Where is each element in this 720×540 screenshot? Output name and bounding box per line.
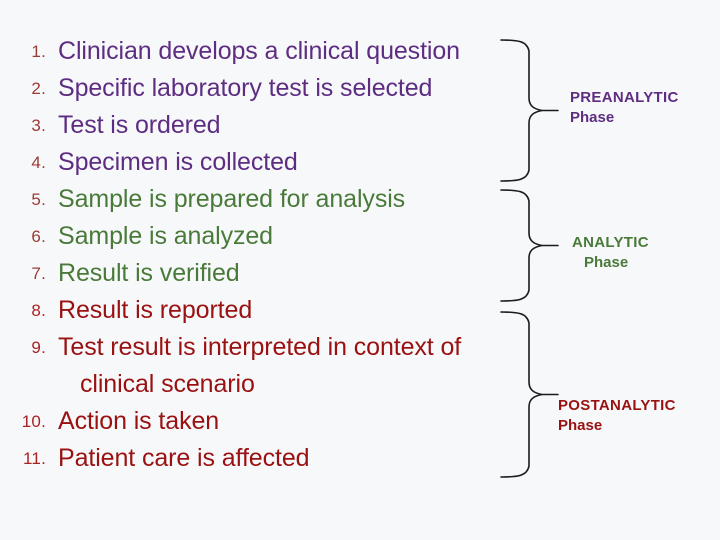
- list-item: 4. Specimen is collected: [0, 144, 520, 181]
- list-item-label: Test result is interpreted in context of: [58, 333, 462, 361]
- phase-label-analytic: ANALYTIC Phase: [572, 233, 649, 273]
- list-item-number: 4.: [31, 153, 46, 172]
- list-item-label: Clinician develops a clinical question: [58, 37, 460, 65]
- list-item-number: 3.: [31, 116, 46, 135]
- list-item-number: 5.: [31, 190, 46, 209]
- list-item: 6. Sample is analyzed: [0, 218, 520, 255]
- phase-title: POSTANALYTIC: [558, 397, 676, 414]
- list-item-label: Sample is analyzed: [58, 222, 273, 250]
- phase-subtitle: Phase: [570, 109, 615, 126]
- list-item-number: 10.: [21, 412, 46, 431]
- brace-analytic: [498, 188, 562, 304]
- list-item-label: Result is reported: [58, 296, 253, 324]
- brace-preanalytic: [498, 38, 562, 184]
- list-item-number: 11.: [23, 449, 46, 468]
- list-item-label: Patient care is affected: [58, 444, 310, 472]
- list-item-label: clinical scenario: [80, 370, 255, 398]
- phase-subtitle: Phase: [584, 254, 629, 271]
- list-item: 11. Patient care is affected: [0, 440, 520, 477]
- list-item-number: 7.: [31, 264, 46, 283]
- brace-postanalytic: [498, 310, 562, 480]
- list-item-continuation: clinical scenario: [0, 366, 520, 403]
- list-item-number: 2.: [31, 79, 46, 98]
- list-item-label: Sample is prepared for analysis: [58, 185, 406, 213]
- list-item: 5. Sample is prepared for analysis: [0, 181, 520, 218]
- phase-title: PREANALYTIC: [570, 89, 679, 106]
- list-item-label: Specimen is collected: [58, 148, 298, 176]
- list-item-number: 9.: [31, 338, 46, 357]
- list-item-number: 1.: [31, 42, 46, 61]
- list-item: 9. Test result is interpreted in context…: [0, 329, 520, 366]
- list-item: 1. Clinician develops a clinical questio…: [0, 33, 520, 70]
- list-item-label: Test is ordered: [58, 111, 221, 139]
- phase-label-postanalytic: POSTANALYTIC Phase: [558, 396, 676, 436]
- workflow-step-list: 1. Clinician develops a clinical questio…: [0, 33, 520, 477]
- list-item-number: 8.: [31, 301, 46, 320]
- list-item: 7. Result is verified: [0, 255, 520, 292]
- phase-subtitle: Phase: [558, 417, 603, 434]
- list-item-label: Specific laboratory test is selected: [58, 74, 433, 102]
- phase-label-preanalytic: PREANALYTIC Phase: [570, 88, 679, 128]
- list-item-label: Action is taken: [58, 407, 220, 435]
- list-item-number: 6.: [31, 227, 46, 246]
- list-item-label: Result is verified: [58, 259, 240, 287]
- list-item: 10. Action is taken: [0, 403, 520, 440]
- list-item: 3. Test is ordered: [0, 107, 520, 144]
- phase-title: ANALYTIC: [572, 234, 649, 251]
- list-item: 8. Result is reported: [0, 292, 520, 329]
- list-item: 2. Specific laboratory test is selected: [0, 70, 520, 107]
